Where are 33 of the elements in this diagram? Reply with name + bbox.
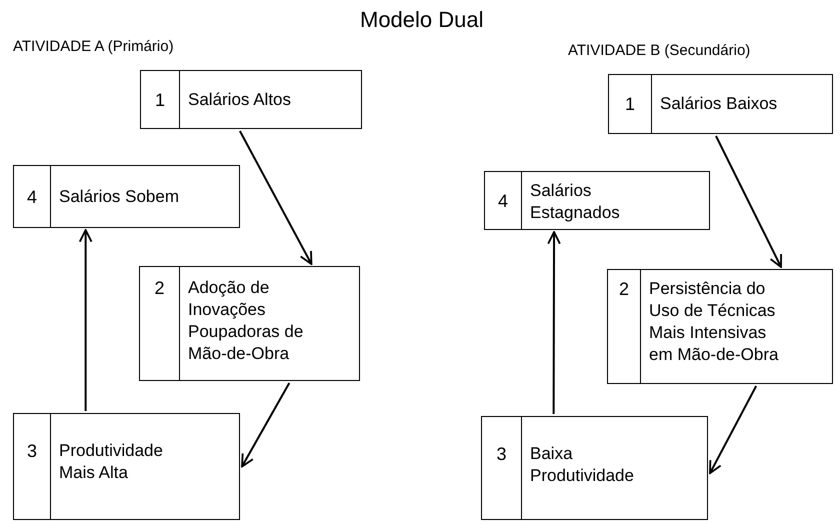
process-box: [13, 165, 240, 228]
step-number: 3: [26, 440, 37, 462]
step-number: 4: [498, 190, 508, 212]
process-box: [484, 171, 710, 230]
step-text: Salários Sobem: [59, 186, 180, 208]
arrow: [78, 229, 92, 411]
arrow: [709, 386, 758, 474]
process-box: [607, 269, 833, 384]
arrow: [241, 382, 290, 468]
step-number: 2: [154, 277, 164, 299]
process-box: [13, 413, 240, 520]
step-number: 2: [618, 278, 629, 300]
step-number: 4: [26, 186, 37, 208]
arrow: [715, 136, 782, 268]
arrow: [547, 231, 561, 414]
arrow: [239, 130, 312, 265]
section-heading: ATIVIDADE B (Secundário): [568, 42, 750, 60]
process-box: [608, 74, 833, 134]
step-text: Persistência do Uso de Técnicas Mais Intensivas em Mão-de-Obra: [649, 278, 780, 366]
step-text: Salários Baixos: [660, 93, 778, 115]
process-box: [140, 70, 362, 129]
step-number: 3: [496, 443, 506, 465]
step-text: Salários Estagnados: [530, 180, 621, 224]
diagram-title: Modelo Dual: [360, 6, 480, 34]
step-text: Produtividade Mais Alta: [59, 440, 164, 484]
process-box: [481, 416, 708, 520]
step-text: Adoção de Inovações Poupadoras de Mão-de-Obra: [188, 277, 304, 365]
step-number: 1: [154, 89, 165, 111]
step-text: Salários Altos: [188, 89, 291, 111]
step-number: 1: [624, 93, 635, 115]
process-box: [139, 266, 360, 381]
section-heading: ATIVIDADE A (Primário): [13, 38, 174, 56]
step-text: Baixa Produtividade: [530, 443, 635, 487]
